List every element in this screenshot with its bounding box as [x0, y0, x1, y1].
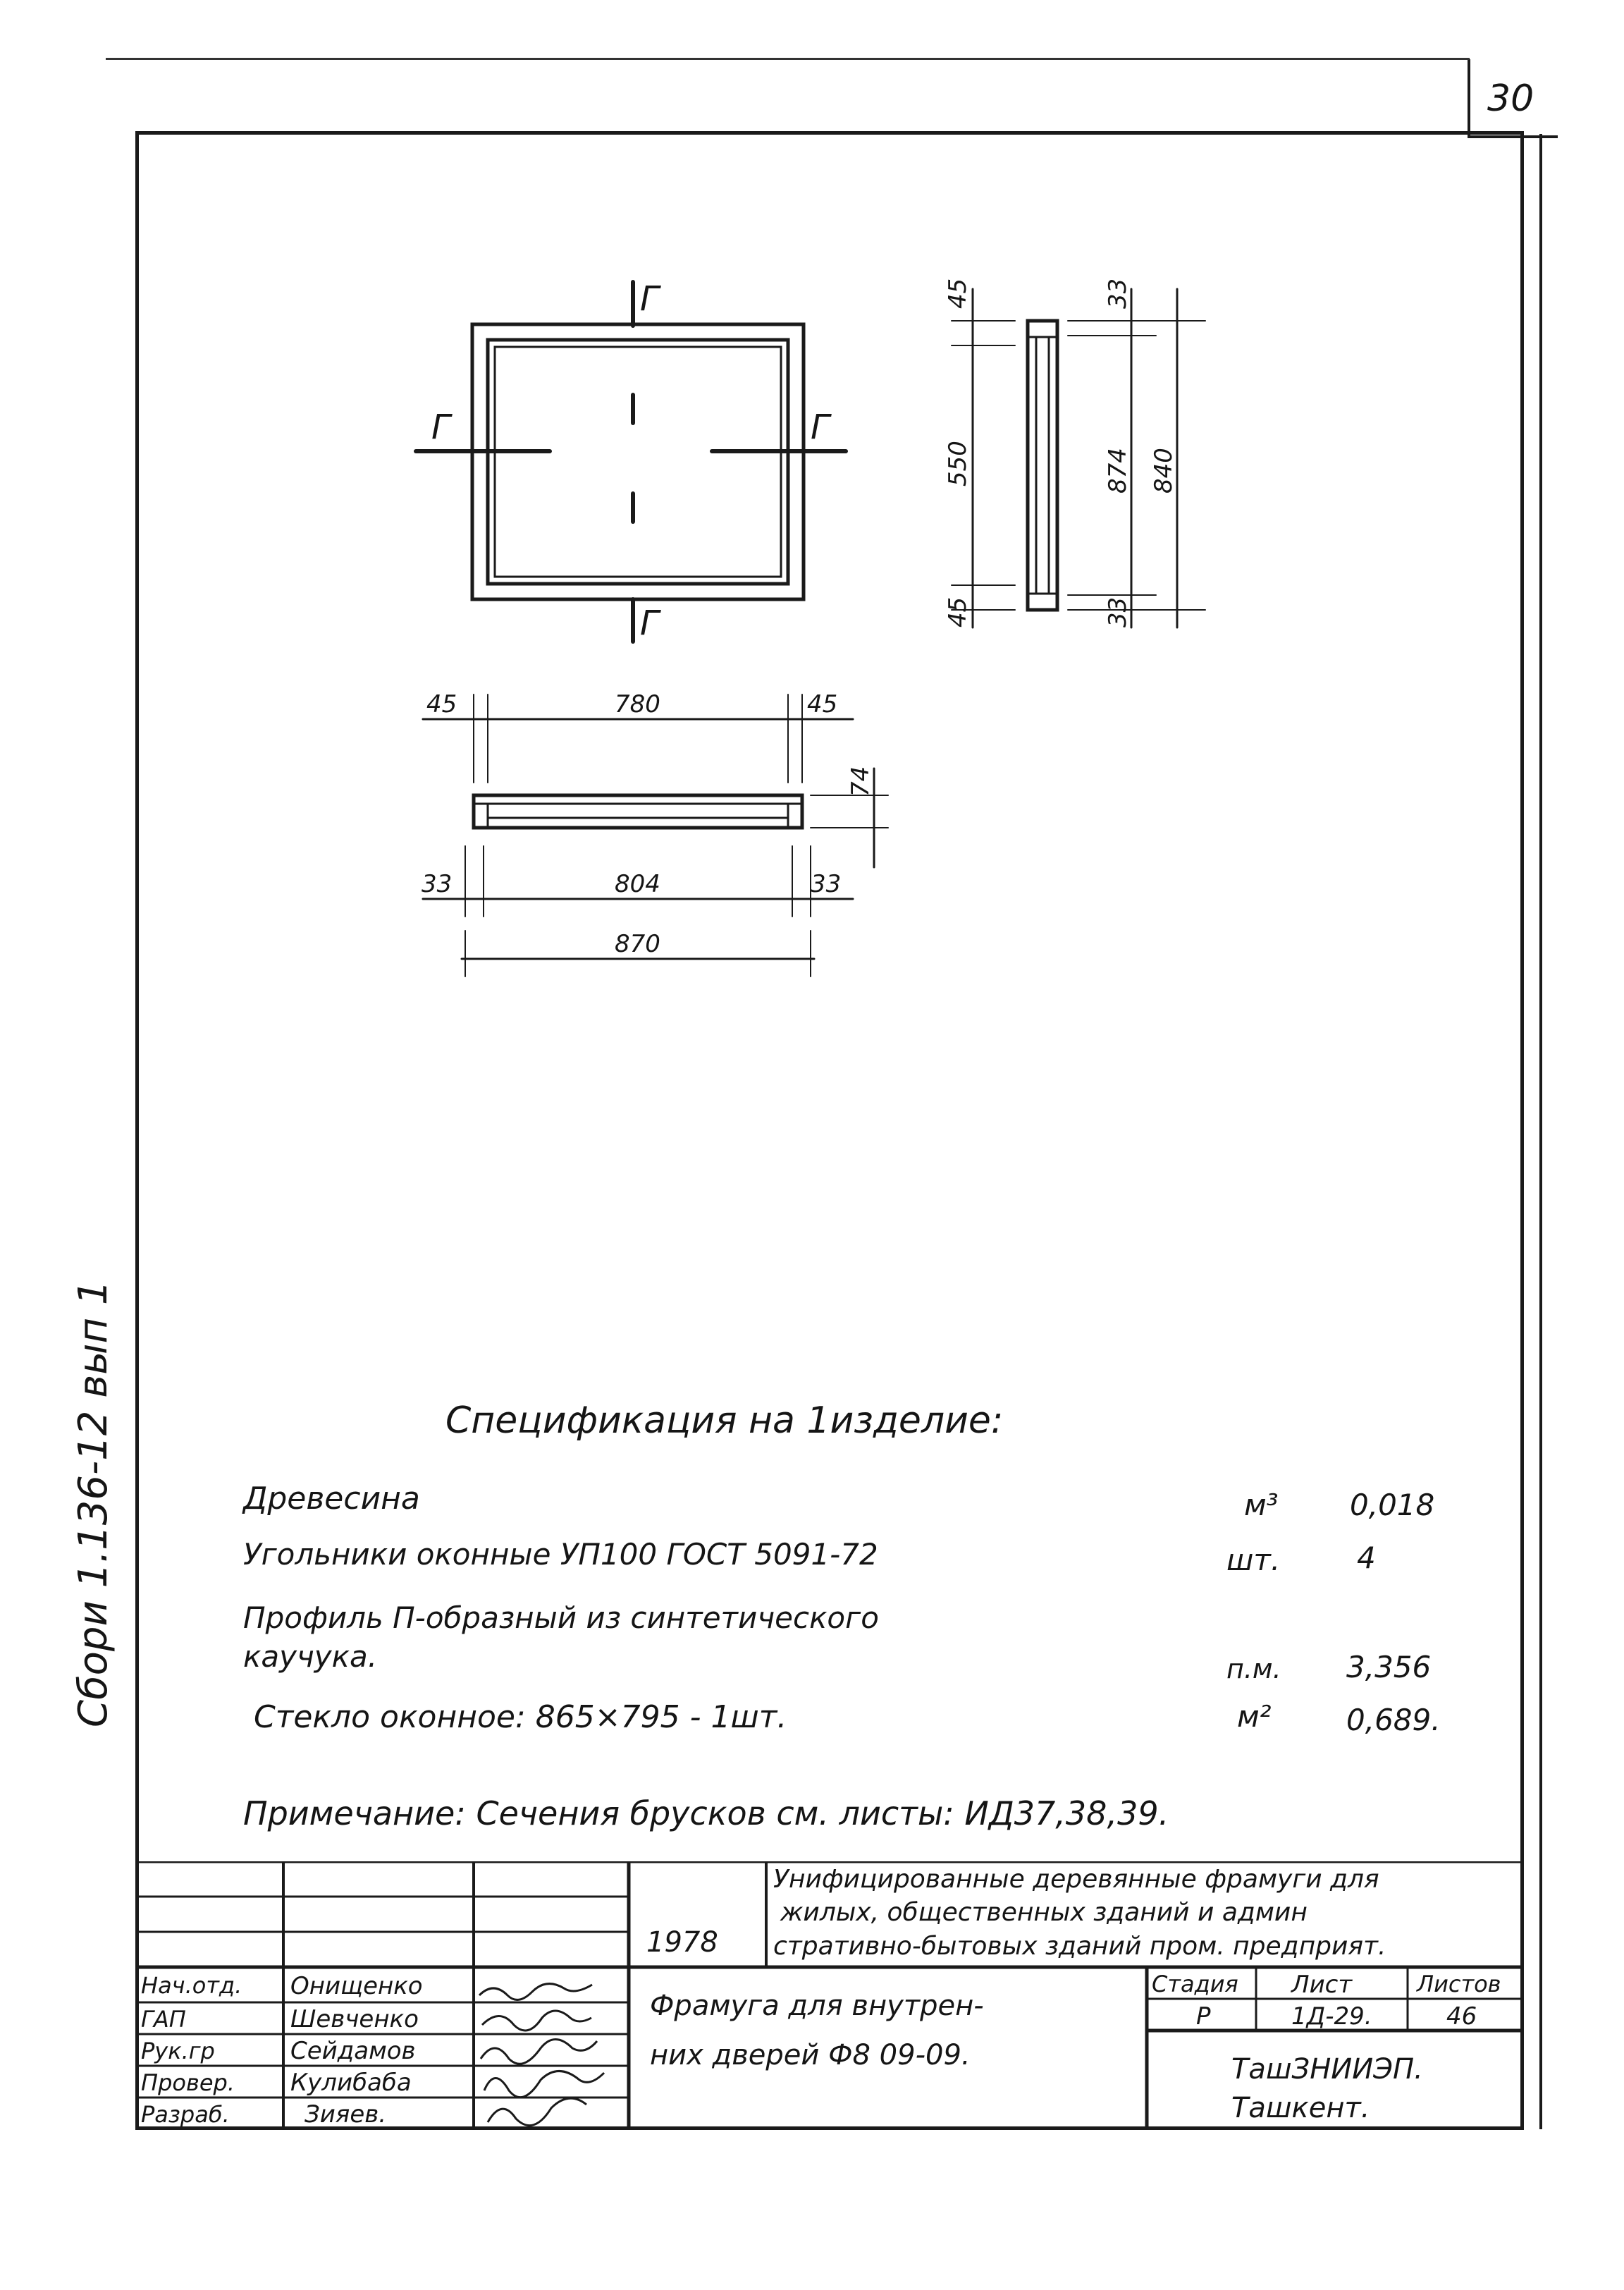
dim-plan-45-left: 45	[426, 690, 457, 718]
dim-side-840: 840	[1150, 448, 1178, 494]
section-label-right: Г	[811, 408, 832, 447]
dim-side-45-top: 45	[944, 278, 972, 309]
right-frame-line	[1539, 134, 1542, 2129]
spec-row-3-name2: каучука.	[243, 1639, 378, 1674]
tb-stage: Р	[1196, 2002, 1211, 2031]
tb-project-line-1: Унифицированные деревянные фрамуги для	[773, 1865, 1379, 1894]
tb-role-3: Рук.гр	[141, 2038, 215, 2064]
dim-plan-45-right: 45	[807, 690, 837, 718]
tb-sheets-header: Листов	[1417, 1971, 1501, 1997]
tb-sheets: 46	[1446, 2002, 1477, 2031]
dim-plan-33-right: 33	[811, 870, 841, 898]
spec-row-4-unit: м²	[1237, 1699, 1272, 1734]
spec-row-2-qty: 4	[1357, 1541, 1376, 1575]
tb-drawing-title-1: Фрамуга для внутрен-	[650, 1990, 984, 2022]
front-view-inner	[493, 345, 782, 578]
tb-name-5: Зияев.	[304, 2100, 387, 2129]
tb-name-4: Кулибаба	[290, 2069, 412, 2097]
title-block: 1978 Унифицированные деревянные фрамуги …	[135, 1861, 1524, 2130]
signature-1	[478, 1983, 593, 2001]
spec-row-2-name: Угольники оконные УП100 ГОСТ 5091-72	[243, 1537, 878, 1572]
tb-organization-1: ТашЗНИИЭП.	[1231, 2053, 1423, 2086]
front-view-mid	[486, 338, 790, 586]
tb-name-1: Онищенко	[290, 1972, 423, 2000]
spec-row-1-name: Древесина	[243, 1481, 420, 1517]
spec-row-1-qty: 0,018	[1350, 1488, 1435, 1522]
side-view-inner	[1035, 336, 1050, 595]
tb-drawing-title-2: них дверей Ф8 09-09.	[650, 2039, 971, 2071]
spec-row-3-qty: 3,356	[1346, 1650, 1432, 1684]
signature-4	[483, 2070, 605, 2098]
spec-row-3-unit: п.м.	[1226, 1653, 1281, 1684]
tb-project-line-3: стративно-бытовых зданий пром. предприят…	[773, 1932, 1386, 1961]
dim-side-874: 874	[1104, 448, 1132, 494]
dim-plan-804: 804	[615, 870, 660, 898]
tb-sheet: 1Д-29.	[1291, 2002, 1372, 2031]
section-label-top: Г	[640, 279, 661, 319]
plan-view-outer	[472, 793, 804, 830]
spec-row-3-name: Профиль П-образный из синтетического	[243, 1600, 879, 1635]
tb-role-1: Нач.отд.	[141, 1972, 242, 1999]
dim-side-33-bottom: 33	[1104, 597, 1132, 627]
side-view-outer	[1026, 319, 1059, 612]
tb-stage-header: Стадия	[1152, 1971, 1238, 1997]
section-label-left: Г	[431, 408, 453, 447]
spec-row-2-unit: шт.	[1226, 1543, 1281, 1577]
signature-3	[479, 2038, 598, 2065]
tb-organization-2: Ташкент.	[1231, 2092, 1370, 2124]
dim-plan-870: 870	[615, 930, 660, 958]
dim-side-33-top: 33	[1104, 278, 1132, 309]
tb-name-2: Шевченко	[290, 2005, 419, 2033]
tb-name-3: Сейдамов	[290, 2037, 416, 2065]
section-label-bottom: Г	[640, 604, 661, 643]
spec-row-1-unit: м³	[1244, 1488, 1279, 1522]
dim-plan-33-left: 33	[422, 870, 452, 898]
dim-side-45-bottom: 45	[944, 597, 972, 627]
signature-5	[486, 2097, 587, 2126]
spec-row-4-qty: 0,689.	[1346, 1703, 1441, 1737]
tb-role-2: ГАП	[141, 2006, 186, 2033]
sheet-number: 30	[1487, 78, 1534, 120]
dim-side-550: 550	[944, 441, 972, 486]
drawing-frame	[135, 131, 1524, 2130]
dim-plan-74: 74	[847, 766, 875, 797]
top-trim-line	[106, 58, 1470, 60]
tb-role-5: Разраб.	[141, 2101, 230, 2128]
signature-2	[481, 2009, 592, 2032]
tb-year: 1978	[646, 1926, 718, 1959]
tb-role-4: Провер.	[141, 2069, 235, 2096]
spec-title: Спецификация на 1изделие:	[445, 1400, 1004, 1442]
spec-note: Примечание: Сечения брусков см. листы: И…	[243, 1794, 1169, 1832]
spec-row-4-name: Стекло оконное: 865×795 - 1шт.	[254, 1699, 787, 1735]
front-view-outer	[470, 322, 806, 601]
dim-plan-780: 780	[615, 690, 660, 718]
sheet-number-box: 30	[1468, 59, 1558, 138]
tb-project-line-2: жилых, общественных зданий и админ	[780, 1898, 1308, 1927]
tb-sheet-header: Лист	[1291, 1971, 1353, 1999]
